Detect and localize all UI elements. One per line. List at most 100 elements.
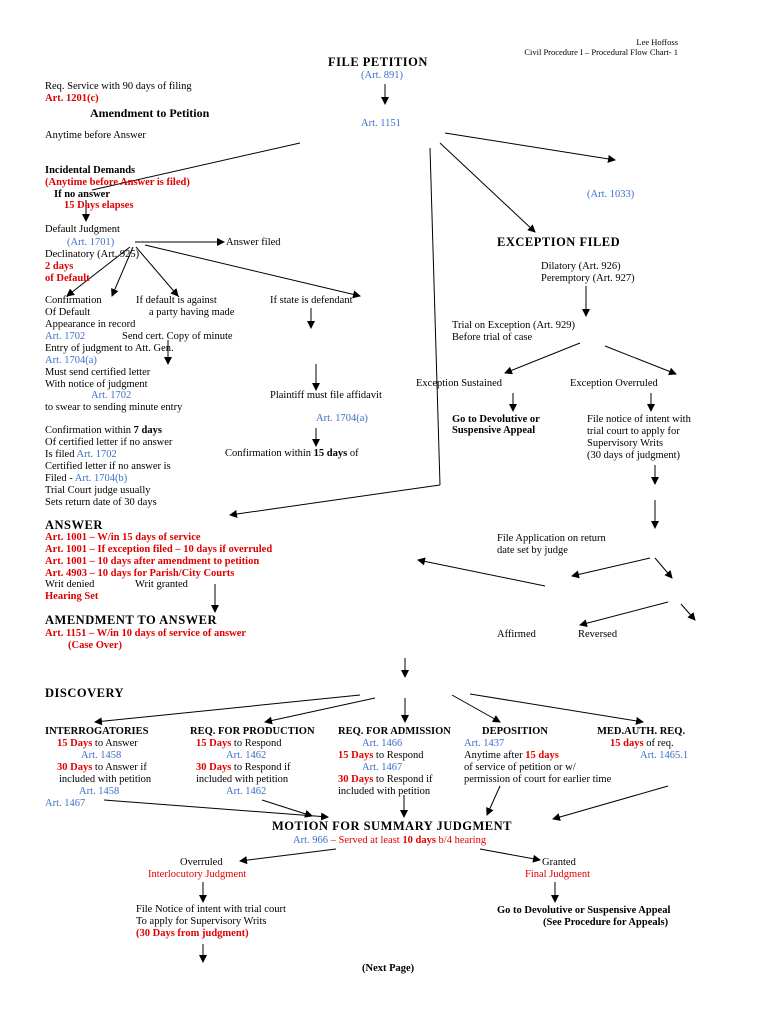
deposition-art: Art. 1437 [464, 738, 505, 749]
confirm7-l7: Sets return date of 30 days [45, 497, 157, 508]
service-art: Art. 1201(c) [45, 93, 99, 104]
admission-art1: Art. 1466 [362, 738, 403, 749]
confirmation-l1: Confirmation [45, 295, 102, 306]
confirm7-l5b: Art. 1704(b) [74, 473, 128, 484]
plaintiff-affidavit: Plaintiff must file affidavit [270, 390, 382, 401]
art-1704a: Art. 1704(a) [45, 355, 97, 366]
interrogatories-30: 30 Days [57, 762, 93, 773]
production-15: 15 Days [196, 738, 232, 749]
state-defendant: If state is defendant [270, 295, 353, 306]
default-judgment-art: (Art. 1701) [67, 237, 115, 248]
msj-overruled: Overruled [180, 857, 223, 868]
confirm7-l3b: Art. 1702 [76, 449, 117, 460]
answer-rules: Art. 1001 – W/in 15 days of service Art.… [45, 532, 272, 580]
discovery-title: DISCOVERY [45, 686, 125, 700]
confirm15-b: 15 days [313, 448, 348, 459]
answer-rule-1: Art. 1001 – W/in 15 days of service [45, 532, 201, 543]
deposition-l3: permission of court for earlier time [464, 774, 612, 785]
confirmation-art: Art. 1702 [45, 331, 86, 342]
certified-art: Art. 1702 [91, 390, 132, 401]
file-application-l2: date set by judge [497, 545, 568, 556]
confirmation-7-days: Confirmation within 7 days Of certified … [45, 425, 172, 509]
msj-notice-l3: (30 Days from judgment) [136, 928, 249, 939]
confirm7-l2: Of certified letter if no answer [45, 437, 173, 448]
request-production: REQ. FOR PRODUCTION 15 Days to Respond A… [190, 726, 315, 798]
msj-art: Art. 966 [293, 835, 328, 846]
trial-on-exception: Trial on Exception (Art. 929) [452, 320, 575, 331]
art-1151-label: Art. 1151 [361, 118, 401, 129]
reversed: Reversed [578, 629, 618, 640]
medical-art: Art. 1465.1 [640, 750, 689, 761]
default-party-l2: a party having made [149, 307, 235, 318]
medical-authorization: MED.AUTH. REQ. 15 days of req. Art. 1465… [597, 726, 688, 762]
notice-l2: trial court to apply for [587, 426, 680, 437]
deposition-anytime: Anytime after [464, 750, 526, 761]
before-trial: Before trial of case [452, 332, 533, 343]
confirm15-a: Confirmation within [225, 448, 314, 459]
two-days: 2 days [45, 261, 74, 272]
interrogatories-art1: Art. 1458 [81, 750, 122, 761]
medical-title: MED.AUTH. REQ. [597, 726, 686, 737]
file-application-l1: File Application on return [497, 533, 606, 544]
deposition-15: 15 days [525, 750, 559, 761]
msj-granted: Granted [542, 857, 576, 868]
days-elapse: 15 Days elapses [64, 200, 134, 211]
production-title: REQ. FOR PRODUCTION [190, 726, 315, 737]
of-default: of Default [45, 273, 90, 284]
devolutive-l2: Suspensive Appeal [452, 425, 536, 436]
supervisory-writs-notice: File notice of intent with trial court t… [587, 414, 691, 462]
exception-title: EXCEPTION FILED [497, 235, 621, 249]
plaintiff-art: Art. 1704(a) [316, 413, 368, 424]
admission-respond-if: to Respond if [373, 774, 433, 785]
certified-l2: With notice of judgment [45, 379, 148, 390]
confirm7-l3a: Is filed [45, 449, 77, 460]
request-admission: REQ. FOR ADMISSION Art. 1466 15 Days to … [338, 726, 451, 798]
interrogatories-art3: Art. 1467 [45, 798, 86, 809]
dilatory: Dilatory (Art. 926) [541, 261, 621, 272]
affirmed: Affirmed [497, 629, 536, 640]
confirm7-l6: Trial Court judge usually [45, 485, 151, 496]
amendment-petition-note: Anytime before Answer [45, 130, 146, 141]
interrogatories-included: included with petition [59, 774, 152, 785]
msj-title: MOTION FOR SUMMARY JUDGMENT [272, 819, 513, 833]
service-requirement: Req. Service with 90 days of filing [45, 81, 192, 92]
production-respond: to Respond [231, 738, 282, 749]
amendment-petition-title: Amendment to Petition [90, 106, 210, 120]
confirm15-c: of [347, 448, 359, 459]
amendment-answer-l1: Art. 1151 – W/in 10 days of service of a… [45, 628, 247, 639]
entry-of-judgment: Entry of judgment to Att. Gen. [45, 343, 174, 354]
medical-of-req: of req. [643, 738, 674, 749]
answer-rule-4: Art. 4903 – 10 days for Parish/City Cour… [45, 568, 235, 579]
msj-writs-notice: File Notice of intent with trial court T… [136, 904, 286, 940]
msj-served-a: – Served at least [328, 835, 403, 846]
msj-notice-l2: To apply for Supervisory Writs [136, 916, 267, 927]
msj-served-c: b/4 hearing [435, 835, 487, 846]
writ-granted: Writ granted [135, 579, 188, 590]
next-page: (Next Page) [362, 963, 415, 974]
admission-15: 15 Days [338, 750, 374, 761]
deposition-l2: of service of petition or w/ [464, 762, 576, 773]
confirm7-l5a: Filed - [45, 473, 75, 484]
incidental-title: Incidental Demands [45, 165, 136, 176]
confirmation-l2: Of Default [45, 307, 91, 318]
deposition: DEPOSITION Art. 1437 Anytime after 15 da… [464, 726, 611, 786]
answer-filed: Answer filed [226, 237, 281, 248]
admission-title: REQ. FOR ADMISSION [338, 726, 451, 737]
author: Lee Hoffoss [636, 37, 678, 47]
msj-served: Art. 966 – Served at least 10 days b/4 h… [293, 835, 486, 847]
deposition-title: DEPOSITION [482, 726, 548, 737]
medical-15: 15 days [610, 738, 644, 749]
confirmation-l3: Appearance in record [45, 319, 136, 330]
send-cert: Send cert. Copy of minute [122, 331, 233, 342]
answer-title: ANSWER [45, 518, 103, 532]
hearing-set: Hearing Set [45, 591, 99, 602]
declinatory: Declinatory (Art. 925) [45, 249, 140, 260]
file-petition-art: (Art. 891) [361, 70, 403, 81]
production-art1: Art. 1462 [226, 750, 267, 761]
exception-sustained: Exception Sustained [416, 378, 503, 389]
confirmation-column: Confirmation Of Default Appearance in re… [45, 295, 135, 343]
interrogatories-to-answer: to Answer [92, 738, 138, 749]
production-art2: Art. 1462 [226, 786, 267, 797]
if-no-answer: If no answer [54, 189, 111, 200]
